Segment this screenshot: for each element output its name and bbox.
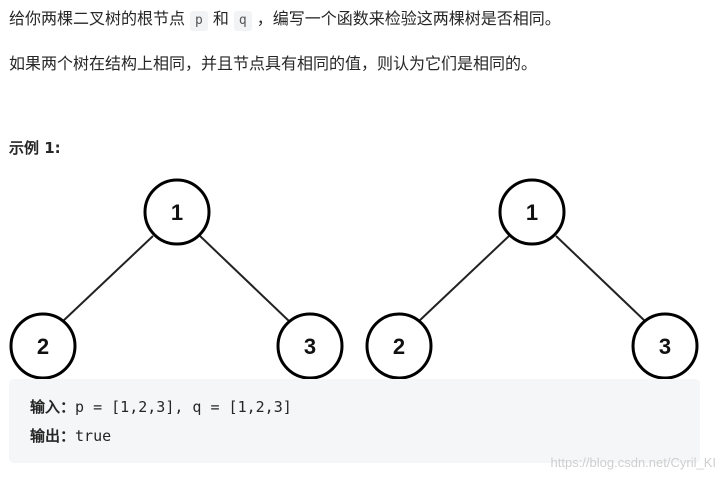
watermark: https://blog.csdn.net/Cyril_KI: [550, 455, 716, 470]
tree-left-edge-left: [61, 235, 154, 323]
intro-text-2: 和: [212, 9, 229, 28]
tree-left-left-label: 2: [37, 334, 49, 359]
tree-right-root-label: 1: [526, 200, 538, 225]
tree-left-root-label: 1: [171, 200, 183, 225]
example-code-block: 输入：p = [1,2,3], q = [1,2,3] 输出：true: [9, 379, 700, 463]
tree-left-right-label: 3: [304, 334, 316, 359]
example-title: 示例 1:: [9, 139, 61, 157]
input-label: 输入：: [30, 398, 76, 416]
tree-right-edge-left: [417, 235, 510, 323]
input-value: p = [1,2,3], q = [1,2,3]: [75, 398, 292, 416]
tree-left-left-node: 2: [9, 312, 77, 380]
tree-left-root-node: 1: [143, 178, 211, 246]
tree-right-edge-right: [555, 235, 647, 323]
inline-code-q: q: [233, 11, 252, 31]
intro-text-3: ，编写一个函数来检验这两棵树是否相同。: [256, 9, 561, 28]
tree-right-right-label: 3: [659, 334, 671, 359]
tree-right-left-label: 2: [393, 334, 405, 359]
example-input-line: 输入：p = [1,2,3], q = [1,2,3]: [30, 396, 292, 418]
tree-right-root-node: 1: [498, 178, 566, 246]
example-output-line: 输出：true: [30, 425, 111, 447]
intro-text-1: 给你两棵二叉树的根节点: [9, 9, 186, 28]
tree-left-edge-right: [199, 235, 291, 323]
inline-code-p: p: [190, 11, 208, 31]
output-value: true: [75, 427, 112, 445]
tree-right-right-node: 3: [631, 312, 699, 380]
output-label: 输出：: [30, 427, 76, 445]
tree-left-right-node: 3: [276, 312, 344, 380]
tree-right-left-node: 2: [365, 312, 433, 380]
problem-rule: 如果两个树在结构上相同，并且节点具有相同的值，则认为它们是相同的。: [9, 54, 538, 73]
